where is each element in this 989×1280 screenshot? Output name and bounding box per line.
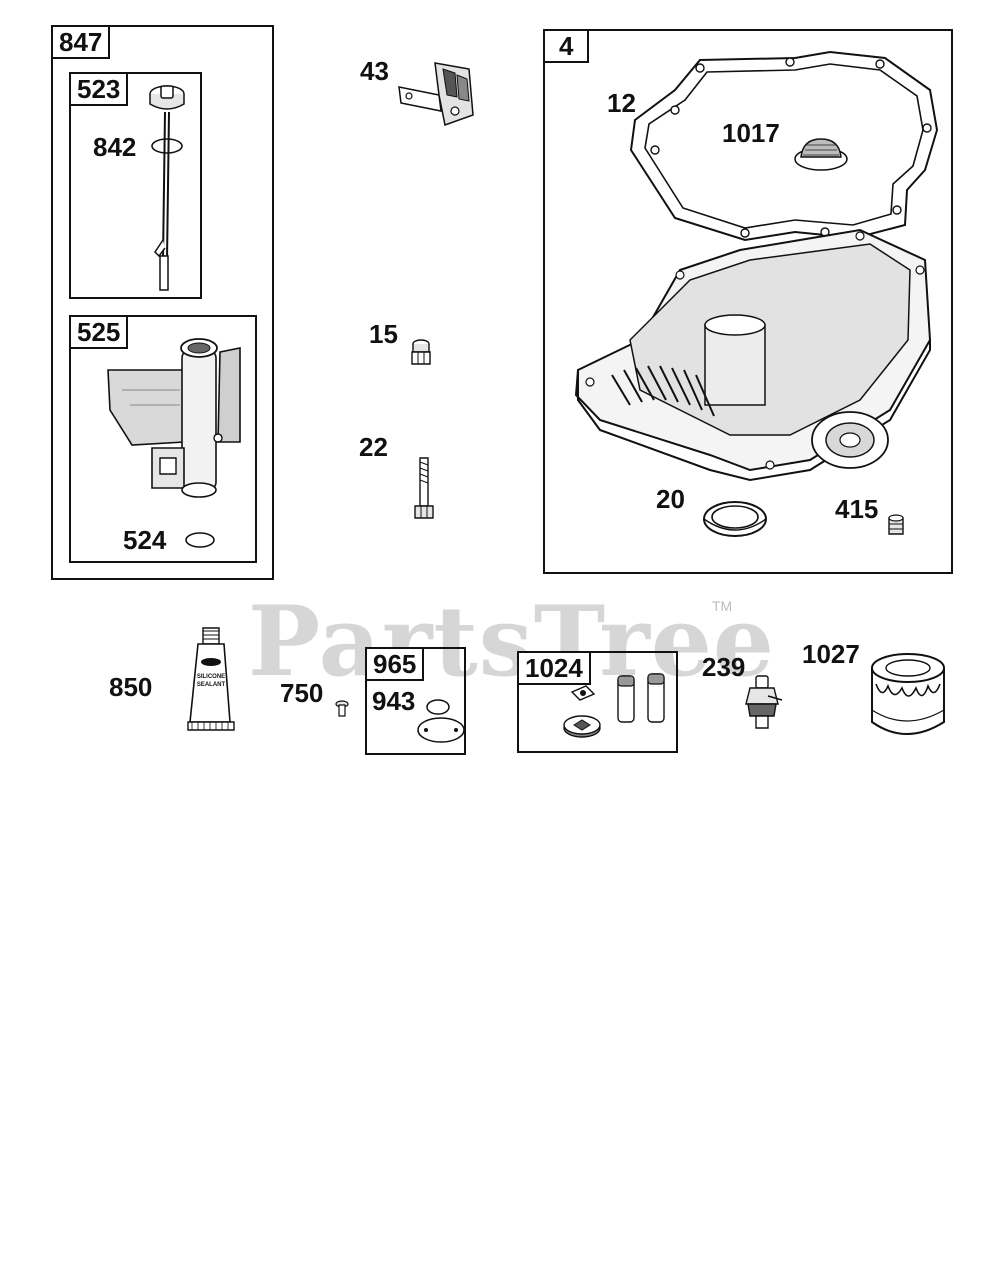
part-15-label[interactable]: 15 [369,319,398,349]
oil-filter-1027-part[interactable] [856,650,960,744]
kit-1024-parts[interactable] [560,670,670,748]
part-524-label[interactable]: 524 [123,525,167,555]
kit-525-box[interactable]: 525 [69,315,257,563]
dipstick-part[interactable] [145,80,190,295]
bolt-22-part[interactable] [412,456,436,522]
screen-1017-part[interactable] [793,133,849,173]
part-1027-label[interactable]: 1027 [802,639,860,669]
kit-965-box[interactable]: 965 [365,647,466,755]
tube-text-line-2: SEALANT [197,682,226,688]
part-842-label[interactable]: 842 [93,132,137,162]
oring-842-part[interactable] [150,136,184,156]
part-22-label[interactable]: 22 [359,432,388,462]
kit-4-label: 4 [543,29,590,63]
dipstick-tube-part[interactable] [100,330,250,505]
cover-943-part[interactable] [416,697,466,747]
sump-base-part[interactable] [570,230,935,500]
oring-524-part[interactable] [184,530,216,550]
tube-text-line-1: SILICONE [197,674,225,680]
part-750-label[interactable]: 750 [280,678,324,708]
kit-523-label: 523 [69,72,129,106]
kit-847-box[interactable]: 847 [51,25,274,580]
watermark-tm: TM [712,598,733,614]
oil-seal-20-part[interactable] [702,497,768,539]
governor-bracket-part[interactable] [395,55,480,130]
part-239-label[interactable]: 239 [702,652,746,682]
kit-1024-box[interactable]: 1024 [517,651,678,753]
part-850-label[interactable]: 850 [109,672,153,702]
oil-pressure-switch-239-part[interactable] [744,674,784,736]
screw-750-part[interactable] [334,699,350,719]
part-943-label[interactable]: 943 [372,686,416,716]
kit-965-label: 965 [365,647,425,681]
part-1017-label[interactable]: 1017 [722,118,780,148]
plug-15-part[interactable] [409,338,433,370]
kit-4-box[interactable]: 4 [543,29,953,574]
sump-gasket-part[interactable] [625,50,945,245]
part-12-label[interactable]: 12 [607,88,636,118]
plug-415-part[interactable] [886,514,906,538]
kit-1024-label: 1024 [517,651,591,685]
kit-523-box[interactable]: 523 [69,72,202,299]
kit-525-label: 525 [69,315,129,349]
sealant-tube-850-part[interactable]: SILICONE SEALANT [186,626,236,734]
part-43-label[interactable]: 43 [360,56,389,86]
part-20-label[interactable]: 20 [656,484,685,514]
kit-847-label: 847 [51,25,111,59]
part-415-label[interactable]: 415 [835,494,879,524]
watermark: PartsTree [248,585,775,698]
